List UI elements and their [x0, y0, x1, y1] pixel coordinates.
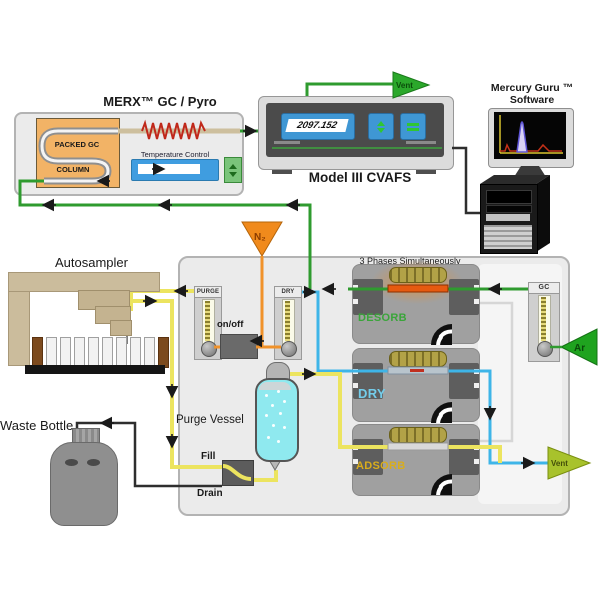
menu-bar-icon	[407, 122, 419, 126]
adsorb-trap-bar	[387, 442, 449, 451]
waste-bottle-body	[50, 442, 118, 526]
desorb-heater-bar	[387, 284, 449, 293]
flowmeter-dry: DRY	[274, 286, 302, 360]
monitor-screen	[494, 112, 566, 159]
cvafs-panel-stripe	[272, 147, 442, 149]
purge-vessel-label: Purge Vessel	[176, 414, 244, 426]
flowmeter-dry-label: DRY	[275, 287, 301, 298]
cvafs-panel-text-right	[406, 141, 436, 144]
n2-label: N₂	[254, 232, 266, 243]
vent-top-label: Vent	[396, 81, 413, 90]
drain-label: Drain	[197, 488, 223, 499]
valve-block-left	[353, 363, 383, 399]
dry-label: DRY	[358, 386, 386, 401]
vent-bottom-triangle	[547, 446, 592, 480]
stepper-up-icon[interactable]	[229, 163, 237, 169]
tower-bay-1	[486, 190, 532, 204]
module-desorb	[352, 260, 480, 344]
desorb-label: DESORB	[358, 312, 407, 324]
tower-vents	[484, 225, 532, 249]
n2-triangle	[241, 221, 283, 257]
software-title-line1: Mercury Guru ™	[490, 82, 574, 94]
up-arrow-icon	[377, 120, 385, 126]
cvafs-name: Model III CVAFS	[308, 170, 412, 185]
monitor-stand	[514, 166, 546, 177]
trap-cartridge	[389, 267, 447, 283]
flowmeter-gc-label: GC	[529, 283, 559, 294]
menu-bar-icon	[407, 127, 419, 131]
fill-label: Fill	[201, 451, 216, 462]
cvafs-updown-button[interactable]	[368, 113, 394, 140]
cvafs-menu-button[interactable]	[400, 113, 426, 140]
tower-drive	[486, 214, 530, 221]
bottle-handle-hole	[65, 459, 78, 466]
vial-rack	[32, 337, 169, 368]
temperature-control-label: Temperature Control	[140, 150, 210, 159]
purge-vessel-body	[255, 378, 299, 462]
down-arrow-icon	[377, 127, 385, 133]
temperature-stepper[interactable]	[224, 157, 242, 183]
waste-bottle-label: Waste Bottle	[0, 418, 74, 433]
argon-triangle	[559, 328, 598, 366]
flowmeter-purge-label: PURGE	[195, 287, 221, 298]
argon-label: Ar	[574, 343, 585, 354]
bottle-handle-hole	[87, 459, 100, 466]
flowmeter-float	[281, 341, 297, 357]
cvafs-panel-text-left	[274, 141, 300, 144]
chromatogram	[499, 115, 563, 154]
flowmeter-gc: GC	[528, 282, 560, 362]
flowmeter-float	[201, 341, 217, 357]
tower-top-face	[480, 175, 550, 184]
tower-bay-2	[486, 205, 532, 213]
module-dry	[352, 348, 480, 422]
column-label: COLUMN	[56, 165, 90, 174]
software-title-line2: Software	[509, 94, 555, 106]
rack-base	[25, 365, 165, 374]
sampler-arm	[110, 320, 132, 336]
vent-bottom-label: Vent	[551, 459, 568, 468]
adsorb-label: ADSORB	[356, 460, 406, 472]
merx-title: MERX™ GC / Pyro	[103, 94, 217, 109]
flowmeter-float	[537, 341, 553, 357]
stepper-down-icon[interactable]	[229, 171, 237, 177]
packed-gc-label: PACKED GC	[54, 140, 100, 149]
vent-top-triangle	[392, 71, 431, 99]
valve-block-left	[353, 279, 383, 315]
onoff-label: on/off	[217, 319, 244, 330]
pyrolyzer-coil	[141, 119, 206, 140]
autosampler-label: Autosampler	[55, 255, 128, 270]
tower-side-face	[536, 175, 550, 252]
temperature-control-slot	[138, 164, 200, 174]
